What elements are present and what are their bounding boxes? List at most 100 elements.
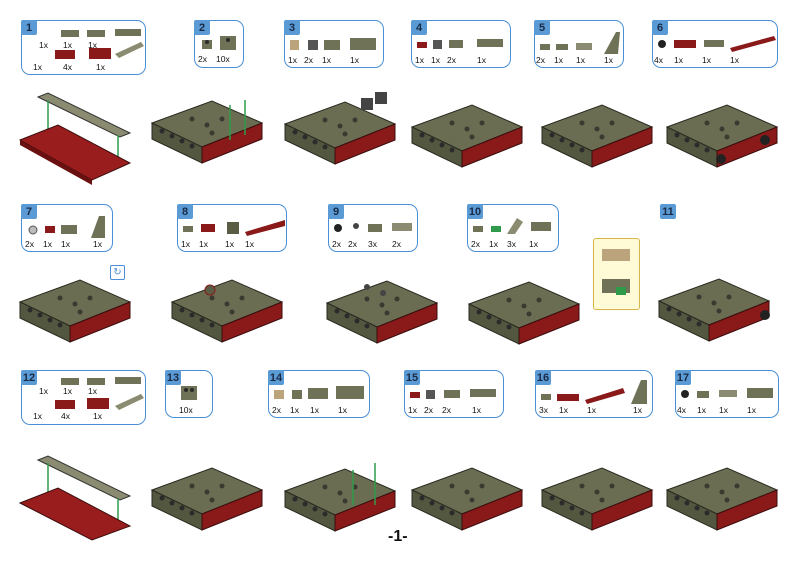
parts-8-icon — [183, 220, 285, 236]
parts-2-icon — [202, 36, 236, 50]
qty: 4x — [654, 55, 663, 65]
step-number: 10 — [467, 204, 483, 219]
model-step-7 — [19, 279, 131, 343]
step-11: 11 — [660, 204, 676, 220]
step-10: 10 2x 1x 3x 1x — [467, 204, 559, 252]
qty: 2x — [424, 405, 433, 415]
step-number: 9 — [328, 204, 344, 219]
step-9: 9 2x 2x 3x 2x — [328, 204, 418, 252]
step-number: 8 — [177, 204, 193, 219]
model-step-11 — [658, 278, 770, 342]
qty: 1x — [697, 405, 706, 415]
qty: 1x — [63, 386, 72, 396]
qty: 4x — [677, 405, 686, 415]
step-number: 2 — [194, 20, 210, 35]
parts-17-icon — [681, 388, 773, 398]
model-step-10 — [468, 281, 580, 345]
parts-15-icon — [410, 389, 496, 399]
step-number: 6 — [652, 20, 668, 35]
qty: 1x — [747, 405, 756, 415]
qty: 1x — [674, 55, 683, 65]
parts-box-16 — [535, 370, 653, 418]
qty: 1x — [730, 55, 739, 65]
model-step-12 — [18, 455, 132, 541]
step-number: 1 — [21, 20, 37, 35]
qty: 1x — [39, 386, 48, 396]
parts-14-icon — [274, 386, 364, 399]
step-8: 8 1x 1x 1x 1x — [177, 204, 287, 252]
step-number: 15 — [404, 370, 420, 385]
model-step-4 — [411, 104, 523, 168]
qty: 1x — [719, 405, 728, 415]
qty: 1x — [61, 239, 70, 249]
model-step-6 — [666, 104, 778, 168]
step-14: 14 2x 1x 1x 1x — [268, 370, 370, 418]
qty: 2x — [536, 55, 545, 65]
qty: 1x — [181, 239, 190, 249]
step-3: 3 1x 2x 1x 1x — [284, 20, 384, 68]
parts-12-icon — [55, 377, 144, 410]
qty: 2x — [471, 239, 480, 249]
model-step-13 — [151, 467, 263, 531]
step-12: 12 1x 1x 1x 1x 4x 1x — [21, 370, 146, 425]
step-5: 5 2x 1x 1x 1x — [534, 20, 624, 68]
page-number: -1- — [388, 528, 408, 545]
qty: 1x — [245, 239, 254, 249]
step-13: 13 10x — [165, 370, 213, 418]
step-number: 7 — [21, 204, 37, 219]
qty: 1x — [63, 40, 72, 50]
model-step-8 — [171, 279, 283, 343]
qty: 1x — [587, 405, 596, 415]
step-15: 15 1x 2x 2x 1x — [404, 370, 504, 418]
parts-5-icon — [540, 32, 620, 54]
qty: 1x — [559, 405, 568, 415]
model-step-2 — [151, 100, 263, 164]
model-step-17 — [666, 467, 778, 531]
step-6: 6 4x 1x 1x 1x — [652, 20, 778, 68]
rotate-icon: ↻ — [110, 265, 125, 280]
qty: 1x — [529, 239, 538, 249]
qty: 1x — [33, 411, 42, 421]
qty: 1x — [554, 55, 563, 65]
qty: 1x — [93, 411, 102, 421]
step-17: 17 4x 1x 1x 1x — [675, 370, 779, 418]
parts-7-icon — [28, 216, 105, 238]
qty: 1x — [322, 55, 331, 65]
qty: 2x — [272, 405, 281, 415]
sub-assembly-callout — [593, 238, 640, 310]
qty: 1x — [338, 405, 347, 415]
qty: 1x — [472, 405, 481, 415]
step-number: 17 — [675, 370, 691, 385]
qty: 2x — [442, 405, 451, 415]
qty: 1x — [88, 40, 97, 50]
model-step-9 — [326, 280, 438, 344]
qty: 3x — [539, 405, 548, 415]
qty: 1x — [604, 55, 613, 65]
qty: 2x — [447, 55, 456, 65]
parts-10-icon — [473, 218, 551, 234]
qty: 1x — [310, 405, 319, 415]
model-step-14 — [284, 463, 396, 532]
step-number: 5 — [534, 20, 550, 35]
step-number: 16 — [535, 370, 551, 385]
qty: 1x — [415, 55, 424, 65]
qty: 4x — [63, 62, 72, 72]
qty: 1x — [408, 405, 417, 415]
parts-6-icon — [658, 36, 776, 52]
model-step-15 — [411, 467, 523, 531]
parts-4-icon — [417, 39, 503, 49]
qty: 1x — [431, 55, 440, 65]
sub-assembly-icon — [602, 249, 630, 295]
step-1: 1 1x 1x 1x 1x 4x 1x — [21, 20, 146, 75]
step-number: 14 — [268, 370, 284, 385]
qty: 1x — [489, 239, 498, 249]
qty: 1x — [199, 239, 208, 249]
model-step-16 — [541, 467, 653, 531]
step-2: 2 2x 10x — [194, 20, 244, 68]
qty: 2x — [348, 239, 357, 249]
step-number: 13 — [165, 370, 181, 385]
parts-13-icon — [181, 386, 197, 400]
qty: 1x — [350, 55, 359, 65]
qty: 1x — [39, 40, 48, 50]
qty: 1x — [288, 55, 297, 65]
